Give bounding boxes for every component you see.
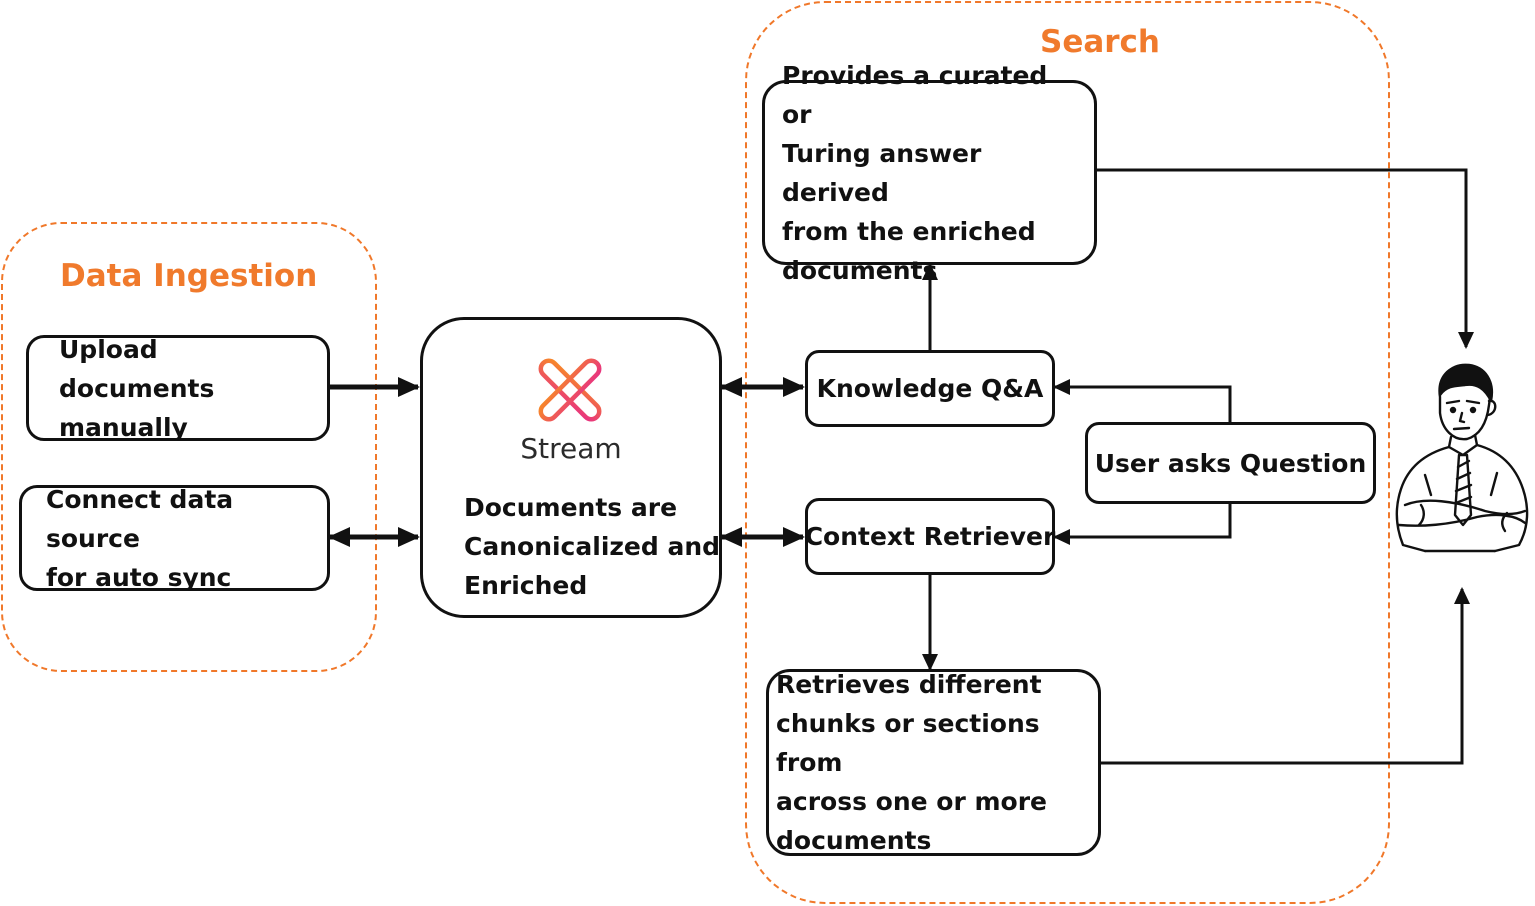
user-asks-question-node: User asks Question	[1085, 422, 1376, 504]
stream-x-logo-icon	[538, 358, 602, 422]
chunks-line-1: Retrieves different	[776, 670, 1042, 699]
search-group	[745, 1, 1390, 904]
context-retriever-node: Context Retriever	[805, 498, 1055, 575]
chunks-line-3: across one or more	[776, 787, 1048, 816]
hub-line-1: Documents are	[464, 493, 678, 522]
data-ingestion-title: Data Ingestion	[60, 258, 318, 294]
upload-line-1: Upload documents	[59, 334, 215, 403]
hub-line-2: Canonicalized and	[464, 532, 721, 561]
curated-answer-node: Provides a curated or Turing answer deri…	[762, 61, 1097, 285]
answer-line-2: Turing answer derived	[782, 138, 982, 207]
arrow-answer-to-user	[1096, 168, 1474, 349]
answer-line-1: Provides a curated or	[782, 60, 1048, 129]
upload-line-2: manually	[59, 412, 188, 442]
arrow-user-to-context	[1053, 503, 1232, 545]
search-title: Search	[1040, 24, 1161, 60]
user-illustration-icon	[1395, 363, 1529, 553]
connect-line-2: for auto sync	[46, 562, 232, 592]
stream-logo-label: Stream	[520, 432, 622, 465]
retrieves-chunks-node: Retrieves different chunks or sections f…	[766, 669, 1101, 856]
arrow-user-to-knowledge	[1053, 379, 1232, 422]
chunks-line-2: chunks or sections from	[776, 709, 1040, 777]
chunks-line-4: documents	[776, 826, 932, 855]
arrow-chunks-to-user	[1100, 587, 1470, 765]
answer-line-4: documents	[782, 255, 938, 285]
connect-data-source-node: Connect data source for auto sync	[19, 485, 330, 592]
data-ingestion-group	[1, 222, 377, 672]
hub-description: Documents are Canonicalized and Enriched	[464, 488, 720, 605]
knowledge-qa-node: Knowledge Q&A	[805, 350, 1055, 427]
stream-hub-node: Stream Documents are Canonicalized and E…	[420, 317, 722, 618]
answer-line-3: from the enriched	[782, 216, 1036, 246]
upload-documents-node: Upload documents manually	[26, 335, 330, 442]
hub-line-3: Enriched	[464, 571, 588, 600]
connect-line-1: Connect data source	[46, 484, 234, 553]
